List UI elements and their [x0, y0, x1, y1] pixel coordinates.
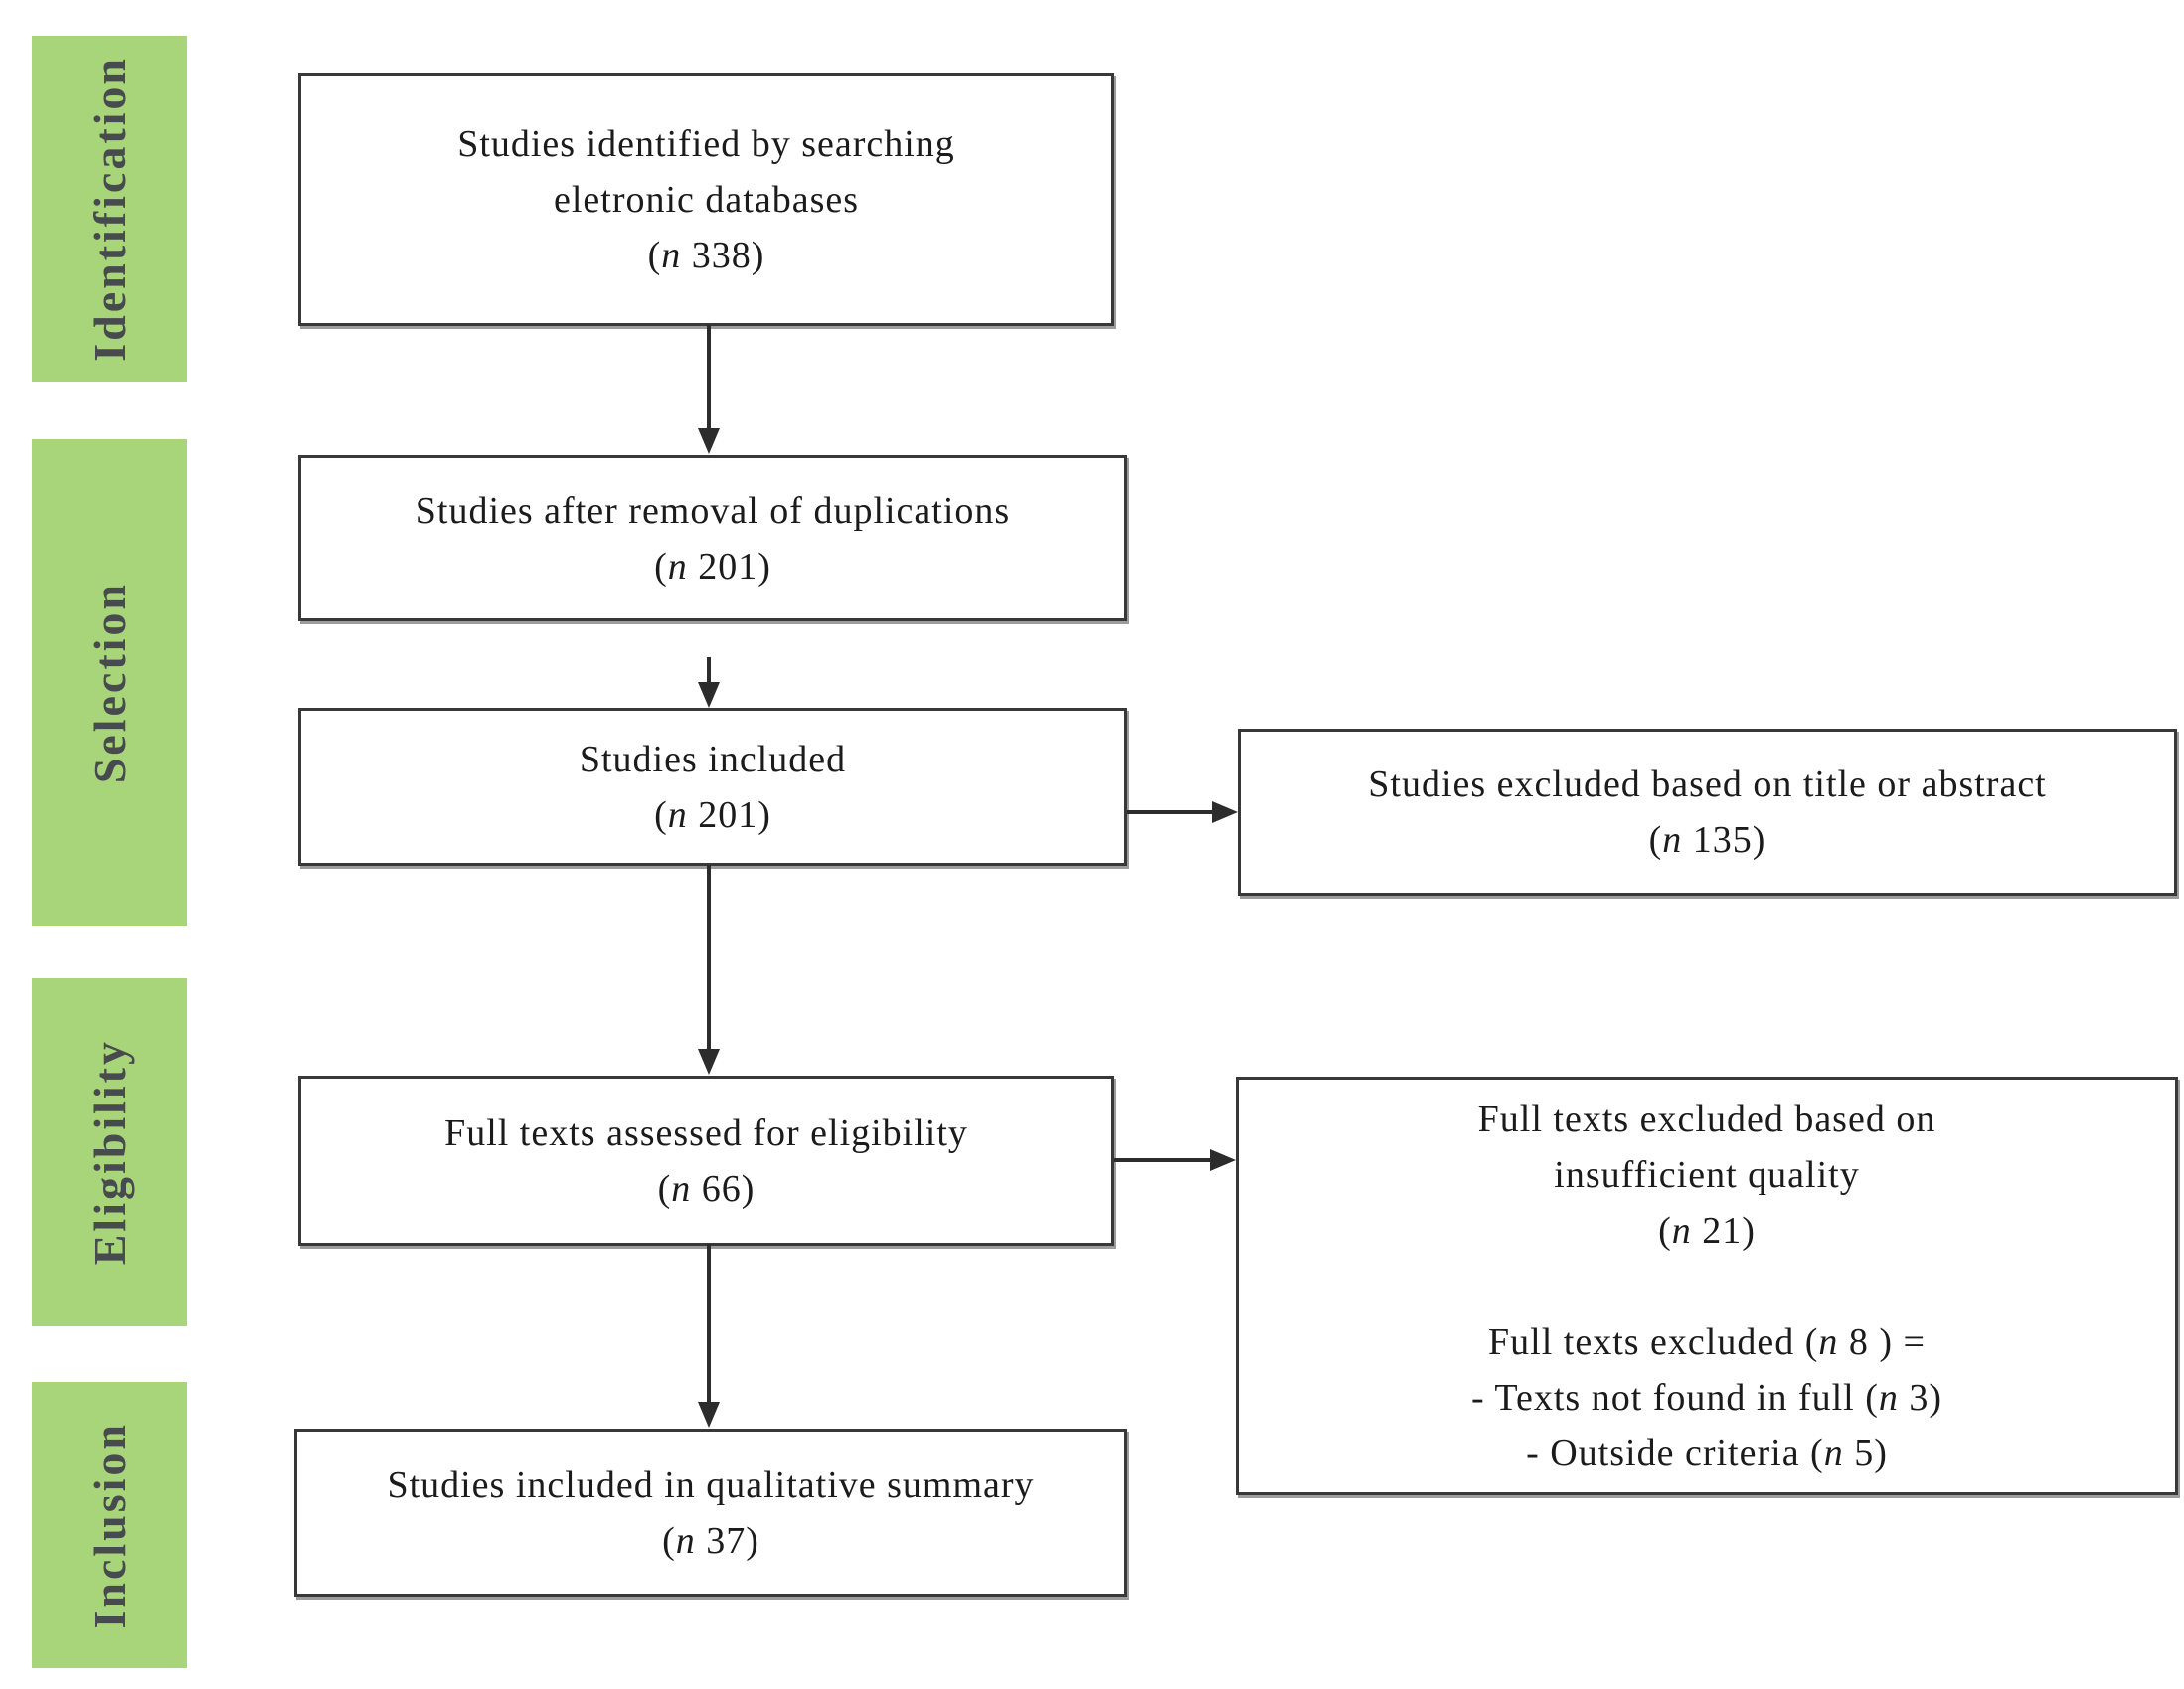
stage-inclusion: Inclusion: [32, 1382, 187, 1668]
arrow-deduplicated-to-included: [707, 657, 711, 683]
box-fulltexts-excluded: Full texts excluded based on insufficient…: [1236, 1077, 2178, 1495]
text-line: Studies excluded based on title or abstr…: [1368, 763, 2047, 805]
text-line: Studies included in qualitative summary: [387, 1463, 1035, 1506]
box-studies-after-duplicate-removal: Studies after removal of duplications (n …: [298, 455, 1127, 621]
arrow-included-to-fulltext: [707, 865, 711, 1050]
text-line: Studies identified by searching: [457, 122, 955, 165]
text-line: (n 201): [654, 545, 771, 588]
arrow-identified-to-deduplicated: [707, 325, 711, 429]
text-line: (n 21): [1658, 1210, 1756, 1252]
stage-selection-label: Selection: [84, 581, 135, 784]
text-line: (n 37): [662, 1519, 759, 1562]
stage-inclusion-label: Inclusion: [84, 1421, 135, 1629]
text-line: (n 201): [654, 793, 771, 836]
text-line: Full texts excluded based on: [1477, 1098, 1936, 1140]
text-line: Full texts assessed for eligibility: [444, 1111, 968, 1154]
arrow-included-to-excluded-title: [1127, 810, 1213, 814]
text-line: (n 66): [657, 1167, 756, 1210]
stage-eligibility: Eligibility: [32, 978, 187, 1326]
text-line: Studies included: [579, 738, 847, 780]
text-line: insufficient quality: [1554, 1154, 1860, 1196]
box-studies-identified: Studies identified by searching eletronic…: [298, 73, 1114, 326]
box-studies-included: Studies included (n 201): [298, 708, 1127, 866]
arrow-fulltext-to-qualitative: [707, 1244, 711, 1403]
box-studies-qualitative-summary: Studies included in qualitative summary (…: [294, 1429, 1127, 1597]
stage-selection: Selection: [32, 439, 187, 926]
box-studies-excluded-title-abstract: Studies excluded based on title or abstr…: [1238, 729, 2177, 896]
stage-identification: Identification: [32, 36, 187, 382]
text-line: Full texts excluded (n 8 ) =: [1488, 1321, 1926, 1363]
text-line: (n 338): [647, 234, 765, 276]
stage-identification-label: Identification: [84, 56, 135, 362]
box-fulltexts-assessed: Full texts assessed for eligibility (n 66…: [298, 1076, 1114, 1246]
text-line: - Texts not found in full (n 3): [1470, 1377, 1943, 1419]
arrow-fulltext-to-fulltext-excluded: [1114, 1158, 1211, 1162]
text-line: (n 135): [1648, 819, 1766, 861]
text-line: eletronic databases: [553, 178, 860, 221]
stage-eligibility-label: Eligibility: [84, 1039, 135, 1266]
text-line: - Outside criteria (n 5): [1526, 1433, 1888, 1474]
text-line: [1702, 1259, 1713, 1314]
text-line: Studies after removal of duplications: [415, 489, 1011, 532]
